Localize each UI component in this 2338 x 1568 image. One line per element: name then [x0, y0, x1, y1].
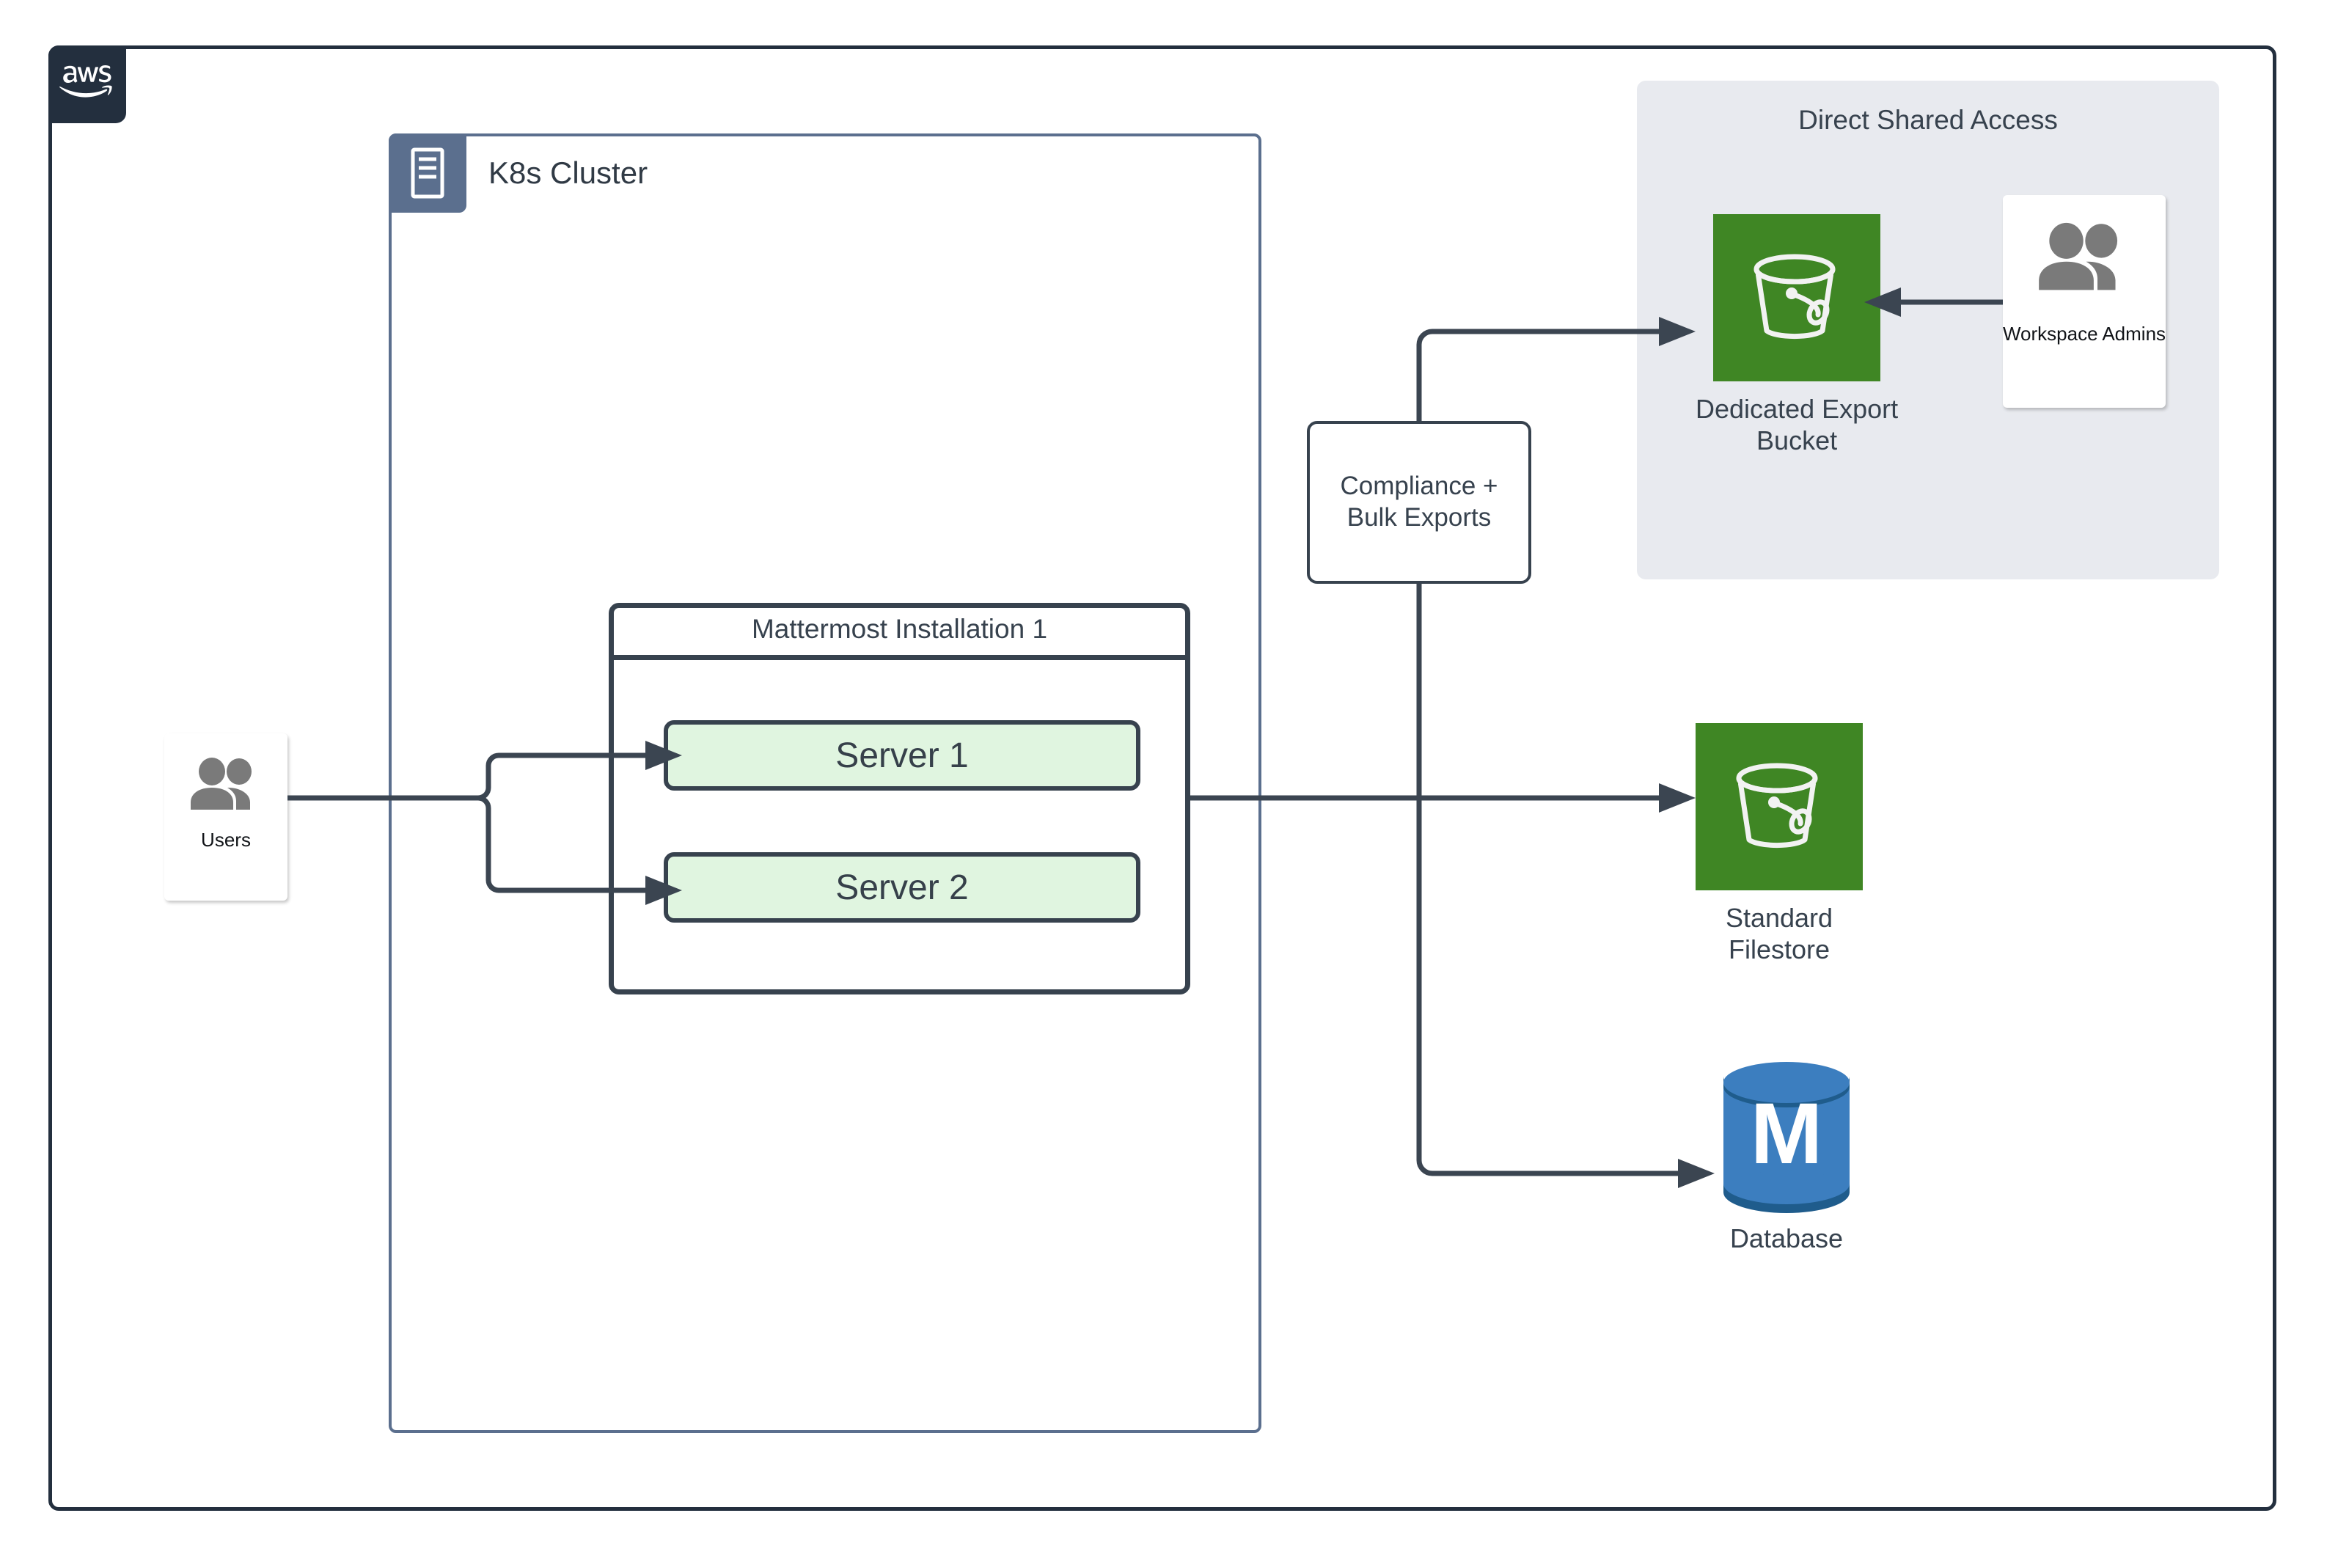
- direct-shared-access-title: Direct Shared Access: [1798, 105, 2058, 135]
- mattermost-installation-box: [609, 603, 1190, 994]
- aws-logo-icon: [48, 45, 126, 123]
- server-rack-icon: [389, 133, 466, 213]
- compliance-bulk-exports-node[interactable]: Compliance + Bulk Exports: [1307, 421, 1531, 584]
- people-icon: [2035, 221, 2133, 290]
- users-node[interactable]: Users: [164, 733, 287, 901]
- workspace-admins-node[interactable]: Workspace Admins: [2003, 195, 2166, 408]
- standard-filestore-node[interactable]: Standard Filestore: [1696, 723, 1863, 965]
- aws-cloud-boundary: [48, 45, 2276, 1511]
- workspace-admins-label: Workspace Admins: [2002, 323, 2166, 345]
- database-cylinder-icon: M: [1713, 1060, 1860, 1217]
- s3-bucket-icon: [1696, 723, 1863, 890]
- server-1-label: Server 1: [835, 736, 969, 775]
- server-1-node[interactable]: Server 1: [664, 720, 1140, 791]
- database-node[interactable]: M Database: [1713, 1060, 1860, 1254]
- dedicated-export-bucket-label: Dedicated Export Bucket: [1696, 394, 1899, 456]
- people-icon: [188, 757, 264, 810]
- server-2-label: Server 2: [835, 868, 969, 907]
- mattermost-installation-title-bar: Mattermost Installation 1: [609, 603, 1190, 660]
- compliance-bulk-exports-label: Compliance + Bulk Exports: [1340, 472, 1498, 532]
- users-label: Users: [201, 829, 251, 851]
- server-2-node[interactable]: Server 2: [664, 852, 1140, 923]
- s3-bucket-icon: [1713, 214, 1881, 381]
- dedicated-export-bucket-node[interactable]: Dedicated Export Bucket: [1696, 214, 1898, 456]
- database-label: Database: [1729, 1223, 1844, 1253]
- k8s-cluster-label: K8s Cluster: [488, 155, 648, 190]
- svg-text:M: M: [1751, 1085, 1822, 1182]
- standard-filestore-label: Standard Filestore: [1725, 903, 1833, 965]
- mattermost-installation-title: Mattermost Installation 1: [751, 613, 1048, 644]
